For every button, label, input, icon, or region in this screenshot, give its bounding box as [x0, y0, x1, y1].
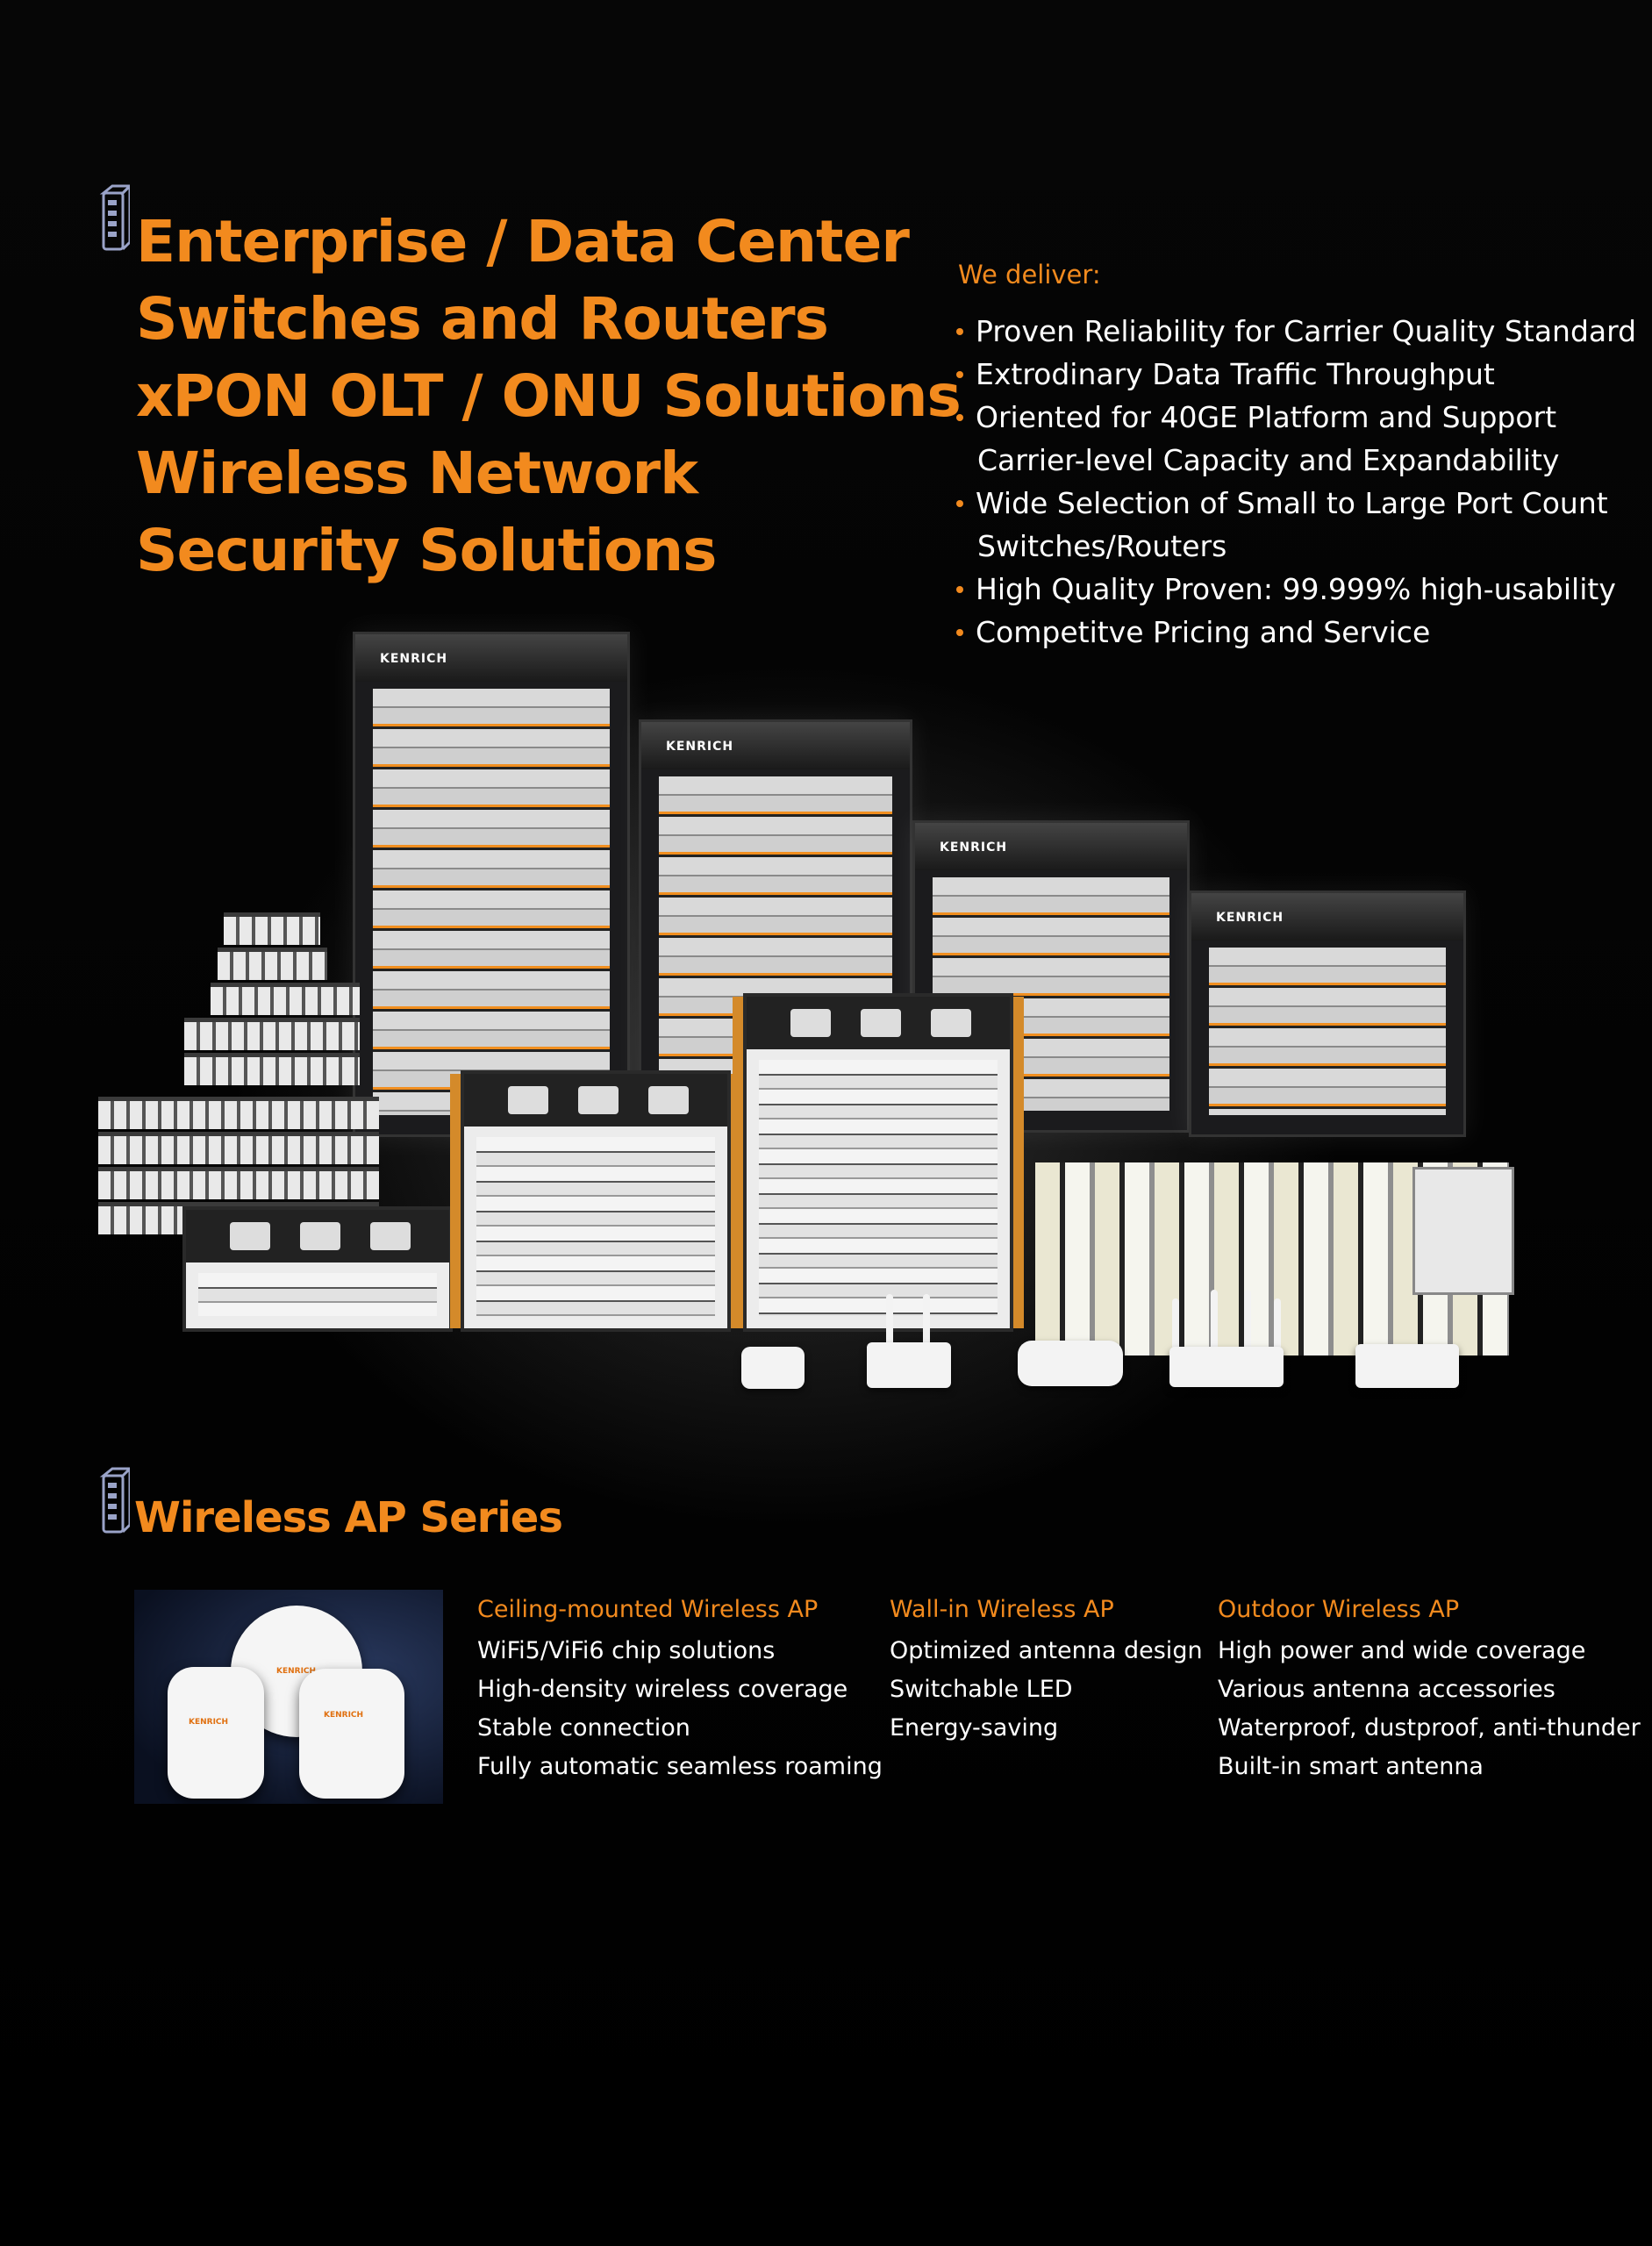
- rack-chassis-compact: KENRICH: [1189, 891, 1466, 1137]
- hero-title: Enterprise / Data Center Switches and Ro…: [136, 204, 962, 590]
- feature-item: High power and wide coverage: [1218, 1637, 1586, 1664]
- bullet-item: Proven Reliability for Carrier Quality S…: [956, 310, 1636, 353]
- modular-chassis-large: [733, 993, 1024, 1332]
- antenna: [1211, 1290, 1218, 1351]
- deliver-bullet-list: Proven Reliability for Carrier Quality S…: [956, 310, 1636, 654]
- hero-title-line: Enterprise / Data Center: [136, 208, 910, 275]
- feature-heading: Wall-in Wireless AP: [890, 1596, 1114, 1623]
- product-lineup-image: KENRICH KENRICH KENRICH KENRICH: [88, 632, 1527, 1421]
- ap-brand-label: KENRICH: [324, 1711, 364, 1720]
- modular-chassis-medium: [450, 1070, 741, 1332]
- feature-item: Optimized antenna design: [890, 1637, 1203, 1664]
- ap-brand-label: KENRICH: [276, 1667, 317, 1676]
- ceiling-ap: [1018, 1341, 1123, 1386]
- feature-column-wall: Wall-in Wireless AP Optimized antenna de…: [890, 1595, 1203, 1748]
- feature-item: Various antenna accessories: [1218, 1676, 1555, 1703]
- network-device-icon: [99, 184, 130, 251]
- access-switch: [98, 1132, 379, 1164]
- feature-item: High-density wireless coverage: [477, 1676, 848, 1703]
- bullet-item: Competitve Pricing and Service: [956, 611, 1636, 654]
- access-switch: [98, 1097, 379, 1129]
- wall-ap-unit: KENRICH: [168, 1667, 264, 1799]
- brand-logo: KENRICH: [380, 652, 448, 666]
- brand-logo: KENRICH: [666, 740, 734, 754]
- antenna: [1274, 1298, 1281, 1351]
- modular-chassis-small: [182, 1206, 453, 1332]
- feature-item: Energy-saving: [890, 1714, 1059, 1742]
- feature-item: Stable connection: [477, 1714, 690, 1742]
- feature-item: Built-in smart antenna: [1218, 1753, 1484, 1780]
- wireless-ap-photo: KENRICH KENRICH KENRICH: [134, 1590, 443, 1804]
- hero-title-line: Switches and Routers: [136, 285, 829, 353]
- onu-terminal: [1355, 1344, 1459, 1388]
- rack-chassis-large: KENRICH: [353, 632, 630, 1137]
- feature-item: WiFi5/ViFi6 chip solutions: [477, 1637, 776, 1664]
- onu-router: [867, 1342, 951, 1388]
- section-title: Wireless AP Series: [134, 1493, 563, 1542]
- feature-heading: Outdoor Wireless AP: [1218, 1596, 1460, 1623]
- access-switch: [218, 948, 327, 980]
- feature-heading: Ceiling-mounted Wireless AP: [477, 1596, 819, 1623]
- wifi-router: [1169, 1347, 1284, 1387]
- antenna: [1172, 1298, 1179, 1351]
- deliver-label: We deliver:: [958, 260, 1101, 290]
- feature-item: Switchable LED: [890, 1676, 1073, 1703]
- antenna: [886, 1294, 893, 1355]
- hero-title-line: Security Solutions: [136, 517, 717, 584]
- bullet-item: Wide Selection of Small to Large Port Co…: [956, 482, 1636, 525]
- bullet-item-continuation: Carrier-level Capacity and Expandability: [977, 443, 1560, 477]
- brand-logo: KENRICH: [1216, 911, 1284, 925]
- bullet-item: Extrodinary Data Traffic Throughput: [956, 353, 1636, 396]
- bullet-item-continuation: Switches/Routers: [977, 529, 1227, 563]
- brand-logo: KENRICH: [940, 840, 1008, 855]
- feature-column-ceiling: Ceiling-mounted Wireless AP WiFi5/ViFi6 …: [477, 1595, 883, 1786]
- antenna: [1244, 1290, 1251, 1351]
- ap-brand-label: KENRICH: [189, 1718, 229, 1727]
- feature-item: Waterproof, dustproof, anti-thunder: [1218, 1714, 1641, 1742]
- access-switch: [211, 983, 360, 1015]
- access-switch: [184, 1053, 360, 1085]
- network-device-icon: [99, 1467, 130, 1534]
- access-switch: [98, 1167, 379, 1199]
- onu-device: [741, 1347, 805, 1389]
- outdoor-ap-unit: KENRICH: [299, 1669, 404, 1799]
- industrial-switch: [1412, 1167, 1514, 1295]
- feature-item: Fully automatic seamless roaming: [477, 1753, 883, 1780]
- access-switch: [224, 912, 320, 945]
- bullet-item: High Quality Proven: 99.999% high-usabil…: [956, 568, 1636, 611]
- antenna: [923, 1294, 930, 1355]
- bullet-item: Oriented for 40GE Platform and Support: [956, 396, 1636, 439]
- hero-title-line: xPON OLT / ONU Solutions: [136, 362, 962, 430]
- access-switch: [184, 1018, 360, 1050]
- hero-title-line: Wireless Network: [136, 440, 698, 507]
- feature-column-outdoor: Outdoor Wireless AP High power and wide …: [1218, 1595, 1641, 1786]
